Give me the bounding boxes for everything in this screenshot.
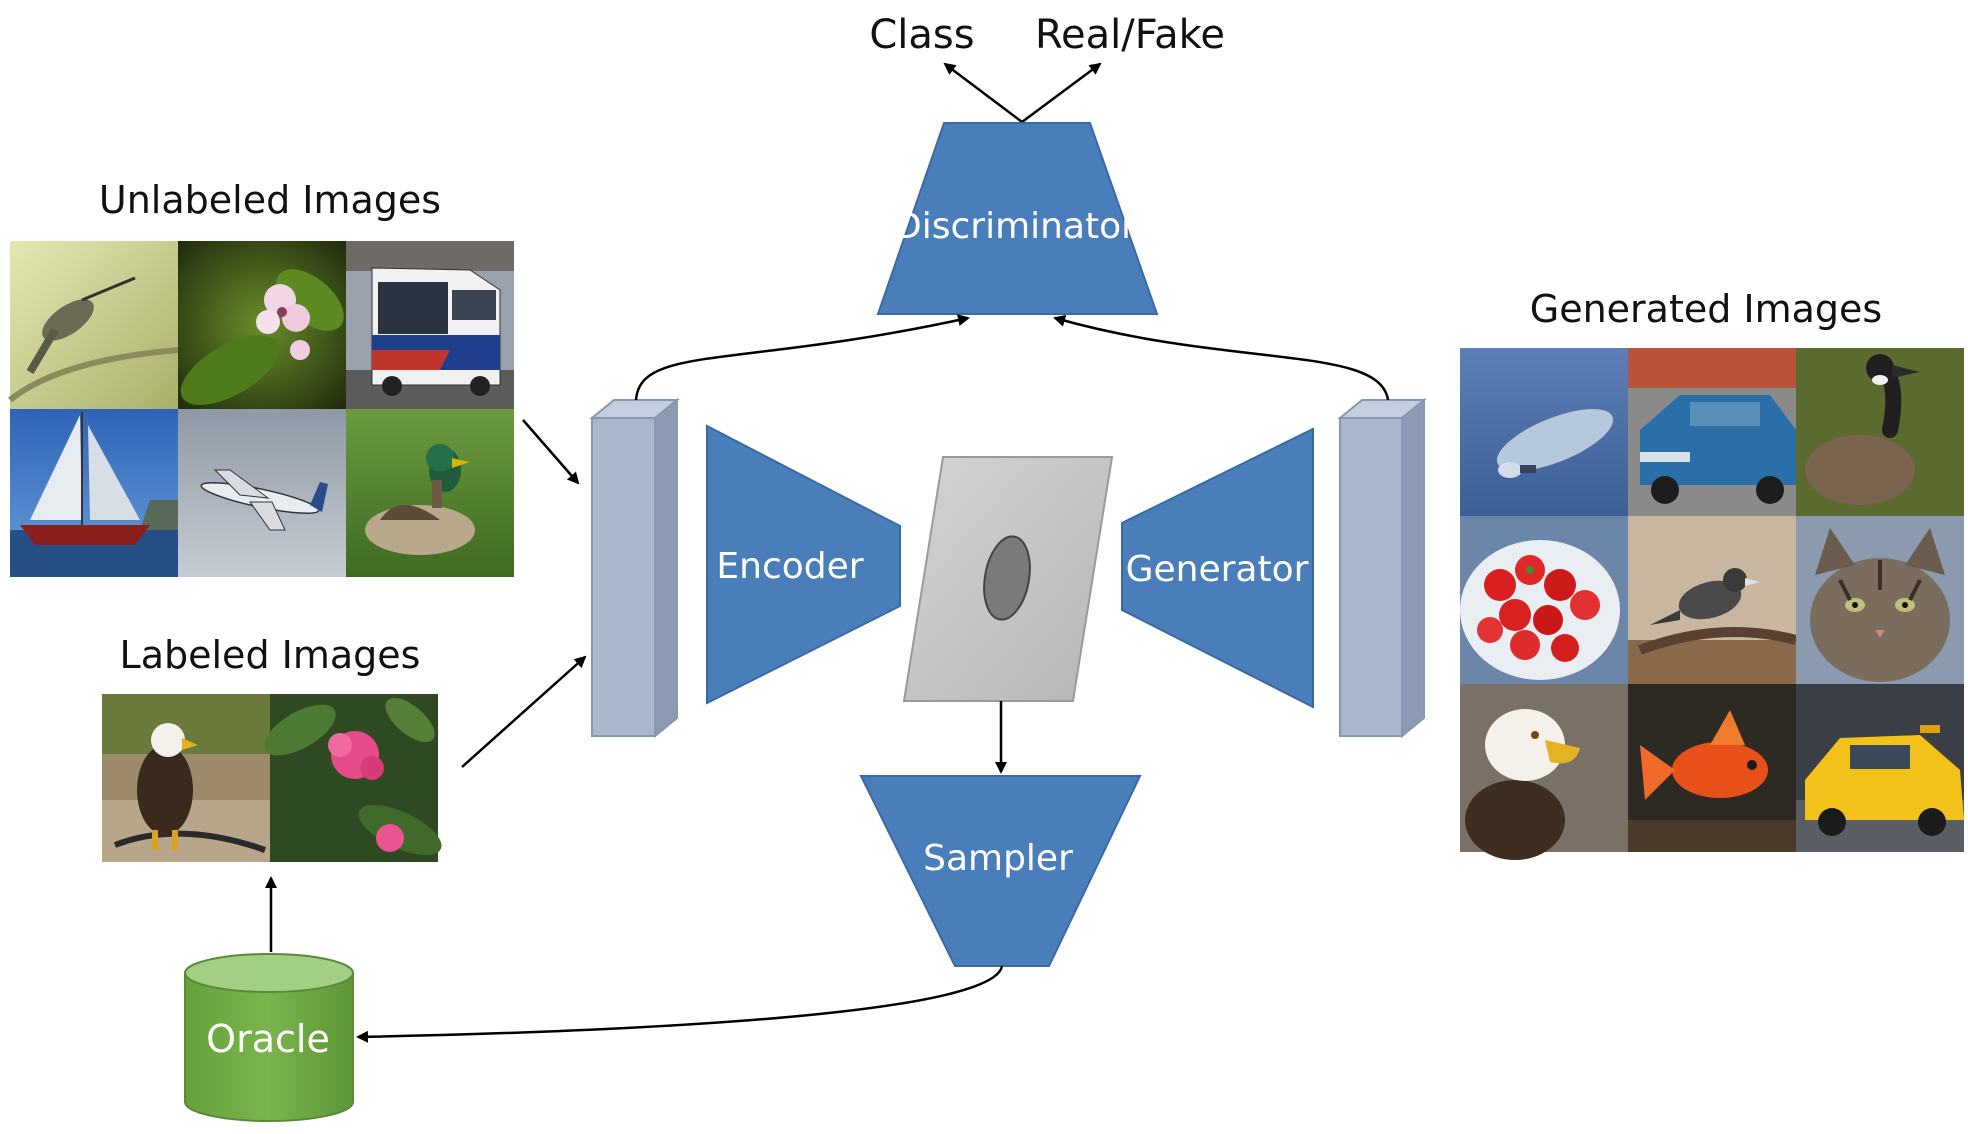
thumb-airplane [178,409,346,577]
thumb-eagle-generated [1460,684,1628,860]
thumb-sailboat [10,409,178,577]
class-output-label: Class [869,12,974,58]
thumb-bus [346,241,514,409]
generated-feature-slab [1337,397,1427,739]
arrow-input-to-discriminator [634,314,970,401]
unlabeled-image-grid [8,241,514,577]
sampler-block [859,775,1142,967]
discriminator-block [876,122,1159,315]
thumb-flower [178,241,346,409]
encoder-block [706,424,901,705]
discriminator-label: Discriminator [894,206,1136,247]
thumb-duck [346,409,514,577]
thumb-goldfish [1628,684,1796,852]
latent-distribution-ellipse [983,535,1031,621]
generated-image-grid [1460,348,1964,860]
arrow-generated-to-discriminator [1053,314,1390,401]
generator-block [1121,427,1314,709]
arrow-unlabeled-to-input [522,419,580,485]
arrow-to-class [943,62,1023,123]
labeled-image-grid [102,694,442,862]
thumb-goose [1796,348,1964,516]
oracle-cylinder [184,953,354,1122]
unlabeled-images-title: Unlabeled Images [99,178,441,222]
input-feature-slab [589,397,680,739]
generator-label: Generator [1126,549,1309,590]
realfake-output-label: Real/Fake [1035,12,1225,58]
arrow-labeled-to-input [461,655,587,768]
thumb-taxi [1796,684,1964,852]
thumb-car [1628,348,1796,516]
thumb-eagle-labeled [102,694,270,862]
labeled-images-title: Labeled Images [120,633,421,677]
thumb-hibiscus [264,694,442,862]
thumb-cat [1796,516,1964,684]
thumb-bird [1628,516,1798,684]
arrow-to-realfake [1021,62,1102,124]
oracle-label: Oracle [206,1017,330,1061]
sampler-label: Sampler [923,838,1073,879]
encoder-label: Encoder [716,546,863,587]
thumb-airship [1460,348,1628,516]
generated-images-title: Generated Images [1530,287,1882,331]
arrow-sampler-to-oracle [356,965,1004,1043]
thumb-hummingbird [8,241,179,409]
thumb-strawberries [1460,516,1628,684]
